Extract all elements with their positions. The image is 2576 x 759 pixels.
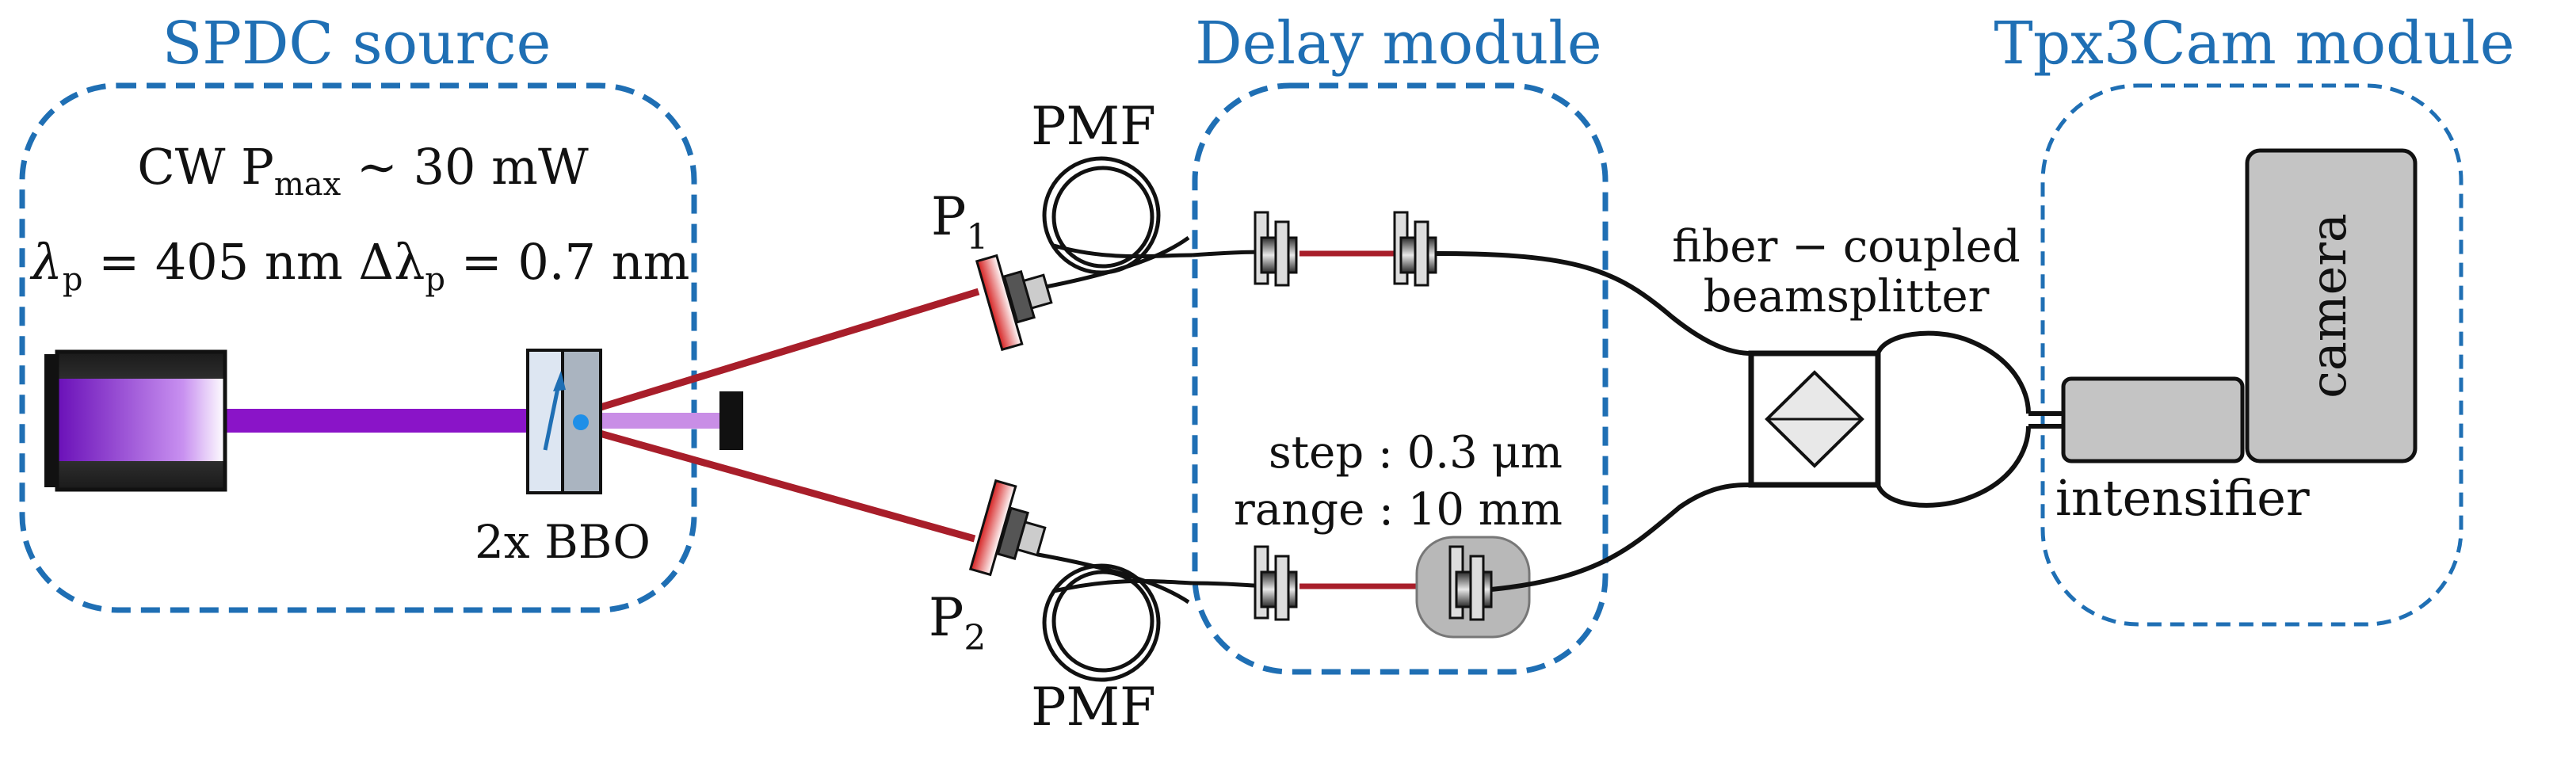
- spdc-module-title: SPDC source: [162, 10, 551, 78]
- output-fibers: [1435, 251, 1752, 592]
- delay-step-label: step : 0.3 μm: [1269, 427, 1563, 479]
- polarizer-p1: [975, 254, 1024, 352]
- laser-wavelength-label: λp = 405 nm Δλp = 0.7 nm: [29, 233, 690, 298]
- intensifier: [2061, 376, 2245, 463]
- intensifier-label: intensifier: [2055, 469, 2310, 527]
- optic-axis-arrow: [543, 380, 562, 451]
- module-outlines: [19, 82, 2463, 675]
- fiber-connector: [1254, 545, 1298, 621]
- polarizer-p1-label: P1: [931, 186, 988, 257]
- polarizer-p2-label: P2: [929, 587, 986, 658]
- delay-module-title: Delay module: [1195, 10, 1601, 78]
- beamsplitter-label-line2: beamsplitter: [1704, 271, 1990, 322]
- idler-photon-path: [578, 424, 976, 543]
- fiber-connector: [1254, 211, 1298, 287]
- polarizer-p1-assembly: [975, 254, 1053, 352]
- fiber-beamsplitter: [1748, 330, 2063, 508]
- camera-body: [2245, 148, 2418, 463]
- optic-axis-arrowhead: [553, 371, 566, 391]
- pmf-fiber-top: [1042, 156, 1277, 289]
- pmf-top-label: PMF: [1031, 96, 1156, 157]
- beam-spot: [573, 414, 589, 430]
- fiber-to-beamsplitter-top: [1435, 251, 1752, 356]
- fiber-to-beamsplitter-bottom: [1490, 482, 1752, 592]
- pmf-fiber-bottom: [1037, 552, 1277, 682]
- pump-beam: [214, 409, 719, 433]
- laser-power-label: CW Pmax ∼ 30 mW: [137, 138, 589, 203]
- polarizer-p2: [968, 479, 1017, 577]
- bbo-crystals: [526, 349, 602, 494]
- bbo-label: 2x BBO: [475, 515, 651, 569]
- beam-dump: [719, 391, 743, 450]
- beamsplitter-label-line1: fiber − coupled: [1672, 221, 2021, 273]
- pmf-bottom-label: PMF: [1031, 677, 1156, 738]
- photon-paths: [578, 288, 980, 543]
- delay-range-label: range : 10 mm: [1234, 484, 1563, 536]
- delay-module-outline: [1192, 82, 1609, 675]
- polarizer-p2-assembly: [968, 479, 1047, 577]
- delay-line-bottom: [1254, 536, 1531, 639]
- spdc-module-outline: [19, 82, 697, 613]
- pump-laser: [44, 349, 227, 492]
- fiber-connector: [1393, 211, 1437, 287]
- camera-label: camera: [2299, 213, 2357, 399]
- beamsplitter-output-lobe-bottom: [1876, 425, 2031, 508]
- delay-line-top: [1254, 211, 1437, 287]
- tpx3cam-module-title: Tpx3Cam module: [1994, 10, 2514, 78]
- beamsplitter-output-lobe-top: [1876, 330, 2031, 414]
- tpx3cam-module-outline: [2040, 83, 2463, 627]
- fiber-connector: [1448, 545, 1493, 621]
- signal-photon-path: [578, 288, 980, 418]
